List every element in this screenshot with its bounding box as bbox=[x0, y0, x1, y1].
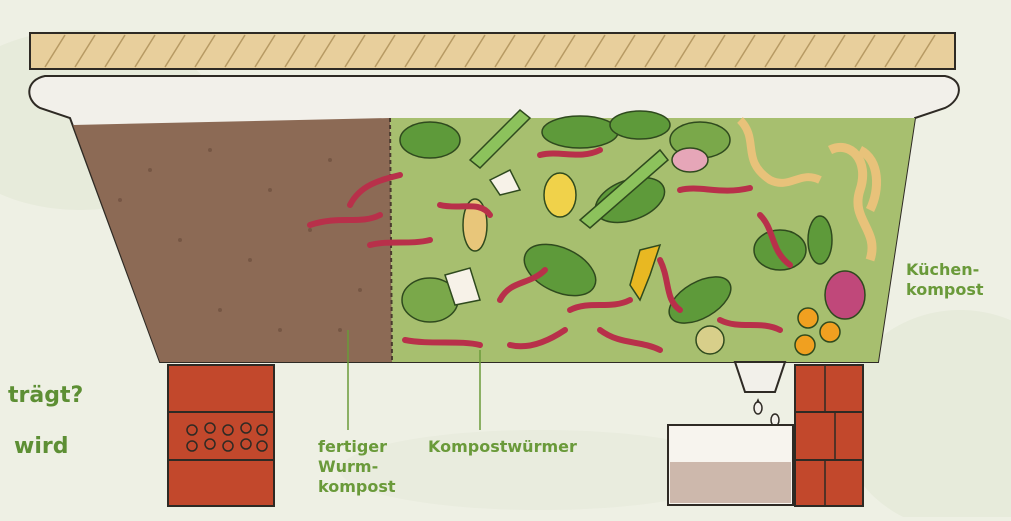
collection-tray bbox=[668, 425, 793, 505]
brick-support-left bbox=[168, 365, 274, 506]
label-compost-worms: Kompostwürmer bbox=[428, 437, 577, 457]
label-finished-worm-compost: fertiger Wurm-kompost bbox=[318, 437, 438, 497]
finished-compost bbox=[73, 118, 392, 362]
label-kitchen-compost: Küchen-kompost bbox=[906, 260, 1006, 300]
brick-support-right bbox=[795, 365, 863, 506]
side-text-traegt: trägt? bbox=[8, 382, 83, 410]
side-text-wird: wird bbox=[14, 433, 68, 461]
wooden-lid bbox=[30, 33, 955, 69]
drain-outlet bbox=[735, 362, 785, 392]
